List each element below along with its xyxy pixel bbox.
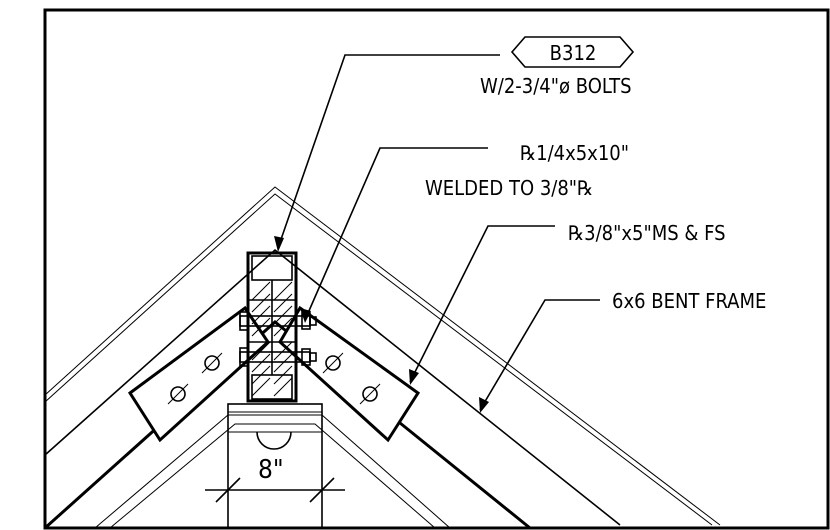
roof-outer-lines	[44, 186, 721, 526]
plate1-label-line2: WELDED TO 3/8"℞	[425, 176, 593, 200]
bolts-label: W/2-3/4"ø BOLTS	[480, 74, 632, 98]
bolt-symbols-left	[167, 352, 223, 405]
roof-inner-lines	[94, 414, 451, 529]
plate2-label: ℞3/8"x5"MS & FS	[568, 221, 726, 245]
right-plate	[278, 305, 421, 443]
plate1-label-line1: ℞1/4x5x10"	[520, 141, 629, 165]
dimension-8in	[205, 428, 345, 503]
drawing-border	[43, 8, 830, 530]
bent-frame-beam	[43, 248, 621, 530]
tag-label: B312	[550, 41, 597, 65]
frame-label: 6x6 BENT FRAME	[612, 289, 766, 313]
through-bolts	[239, 311, 317, 367]
dimension-label: 8"	[258, 455, 284, 485]
leader-lines	[277, 54, 600, 411]
tag-hexagon	[510, 36, 635, 68]
bolt-symbols-right	[322, 352, 381, 405]
leader-arrowheads	[274, 236, 489, 413]
